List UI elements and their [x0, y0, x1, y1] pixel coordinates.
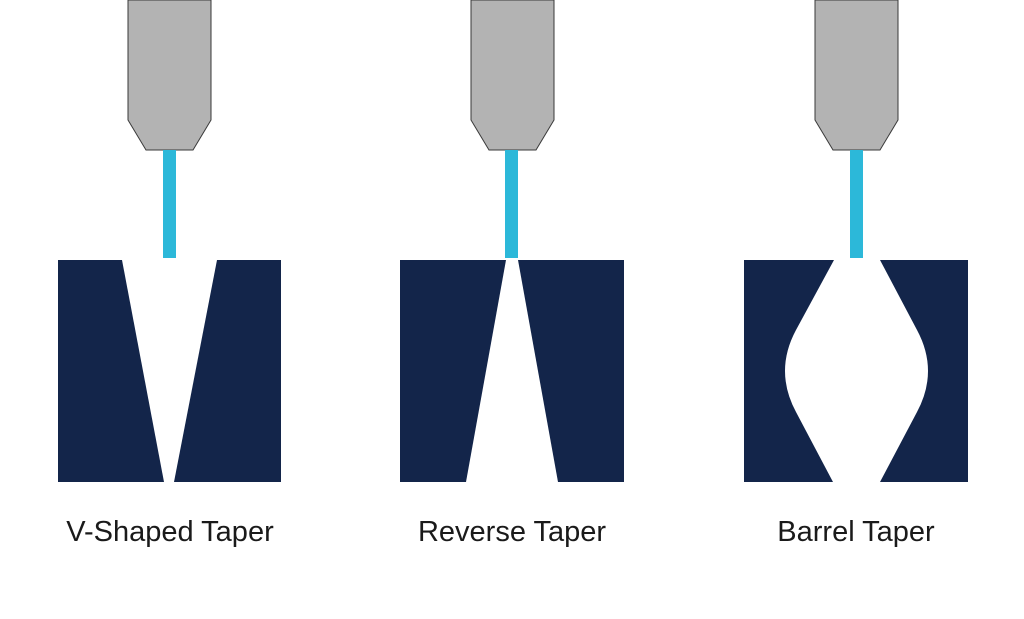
- nozzle: [470, 0, 555, 151]
- material-left: [58, 260, 164, 482]
- material-right: [518, 260, 624, 482]
- panel-barrel-taper: [744, 0, 968, 482]
- panel-label-barrel: Barrel Taper: [777, 516, 935, 548]
- material-right: [880, 260, 968, 482]
- panel-label-reverse: Reverse Taper: [417, 516, 607, 548]
- nozzle: [127, 0, 212, 151]
- panel-v-shaped-taper: [58, 0, 281, 482]
- panel-reverse-taper: [400, 0, 624, 482]
- material-left: [400, 260, 506, 482]
- water-jet: [505, 150, 518, 258]
- nozzle: [814, 0, 899, 151]
- material-right: [174, 260, 281, 482]
- panel-label-v-shaped: V-Shaped Taper: [66, 516, 274, 548]
- water-jet: [850, 150, 863, 258]
- material-left: [744, 260, 834, 482]
- water-jet: [163, 150, 176, 258]
